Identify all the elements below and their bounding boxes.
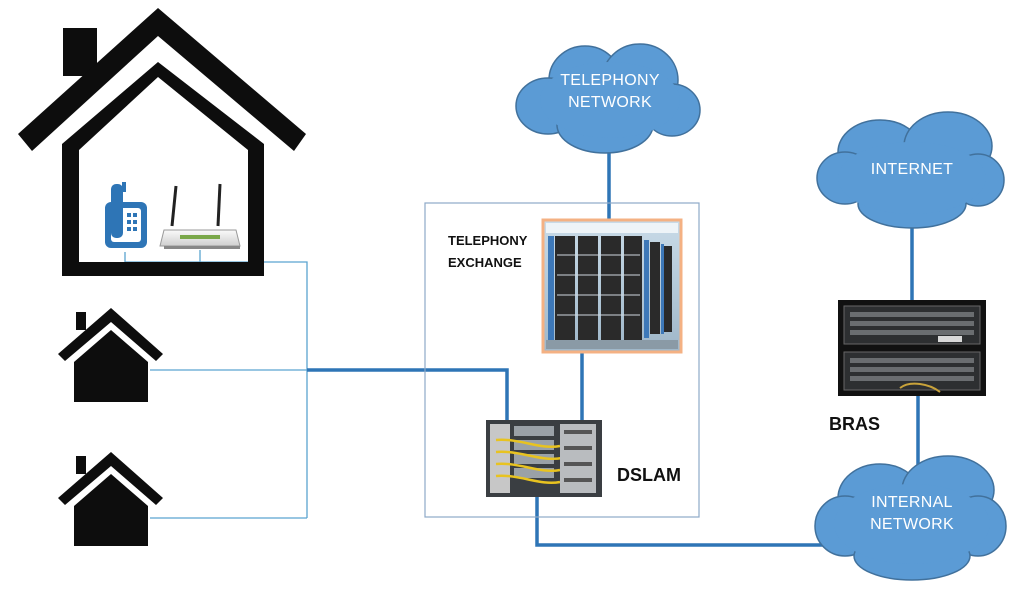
dslam-label: DSLAM <box>617 465 681 485</box>
internal-network-label: INTERNAL NETWORK <box>870 494 954 533</box>
cloud-icon <box>515 43 1007 581</box>
dslam-icon <box>486 420 602 497</box>
bras-label: BRAS <box>829 414 881 434</box>
server-rack-icon <box>541 218 683 354</box>
telephony-network-cloud <box>515 43 701 154</box>
internet-cloud <box>816 111 1005 229</box>
exchange-enclosure <box>424 202 700 518</box>
access-link <box>307 368 509 420</box>
main-house-link <box>124 252 308 518</box>
connection-lines <box>124 150 920 547</box>
telephony-exchange-label: TELEPHONY EXCHANGE <box>448 233 528 270</box>
phone-icon <box>105 182 147 248</box>
internet-label: INTERNET <box>870 161 954 178</box>
router-icon <box>159 183 241 249</box>
bras-icon <box>838 300 986 396</box>
dslam-internal-link <box>535 497 830 547</box>
house-small-icon <box>58 452 163 546</box>
house-small-icon <box>58 308 163 402</box>
telephony-network-label: TELEPHONY NETWORK <box>560 72 660 111</box>
house-icon <box>18 8 306 276</box>
internal-network-cloud <box>814 455 1007 581</box>
